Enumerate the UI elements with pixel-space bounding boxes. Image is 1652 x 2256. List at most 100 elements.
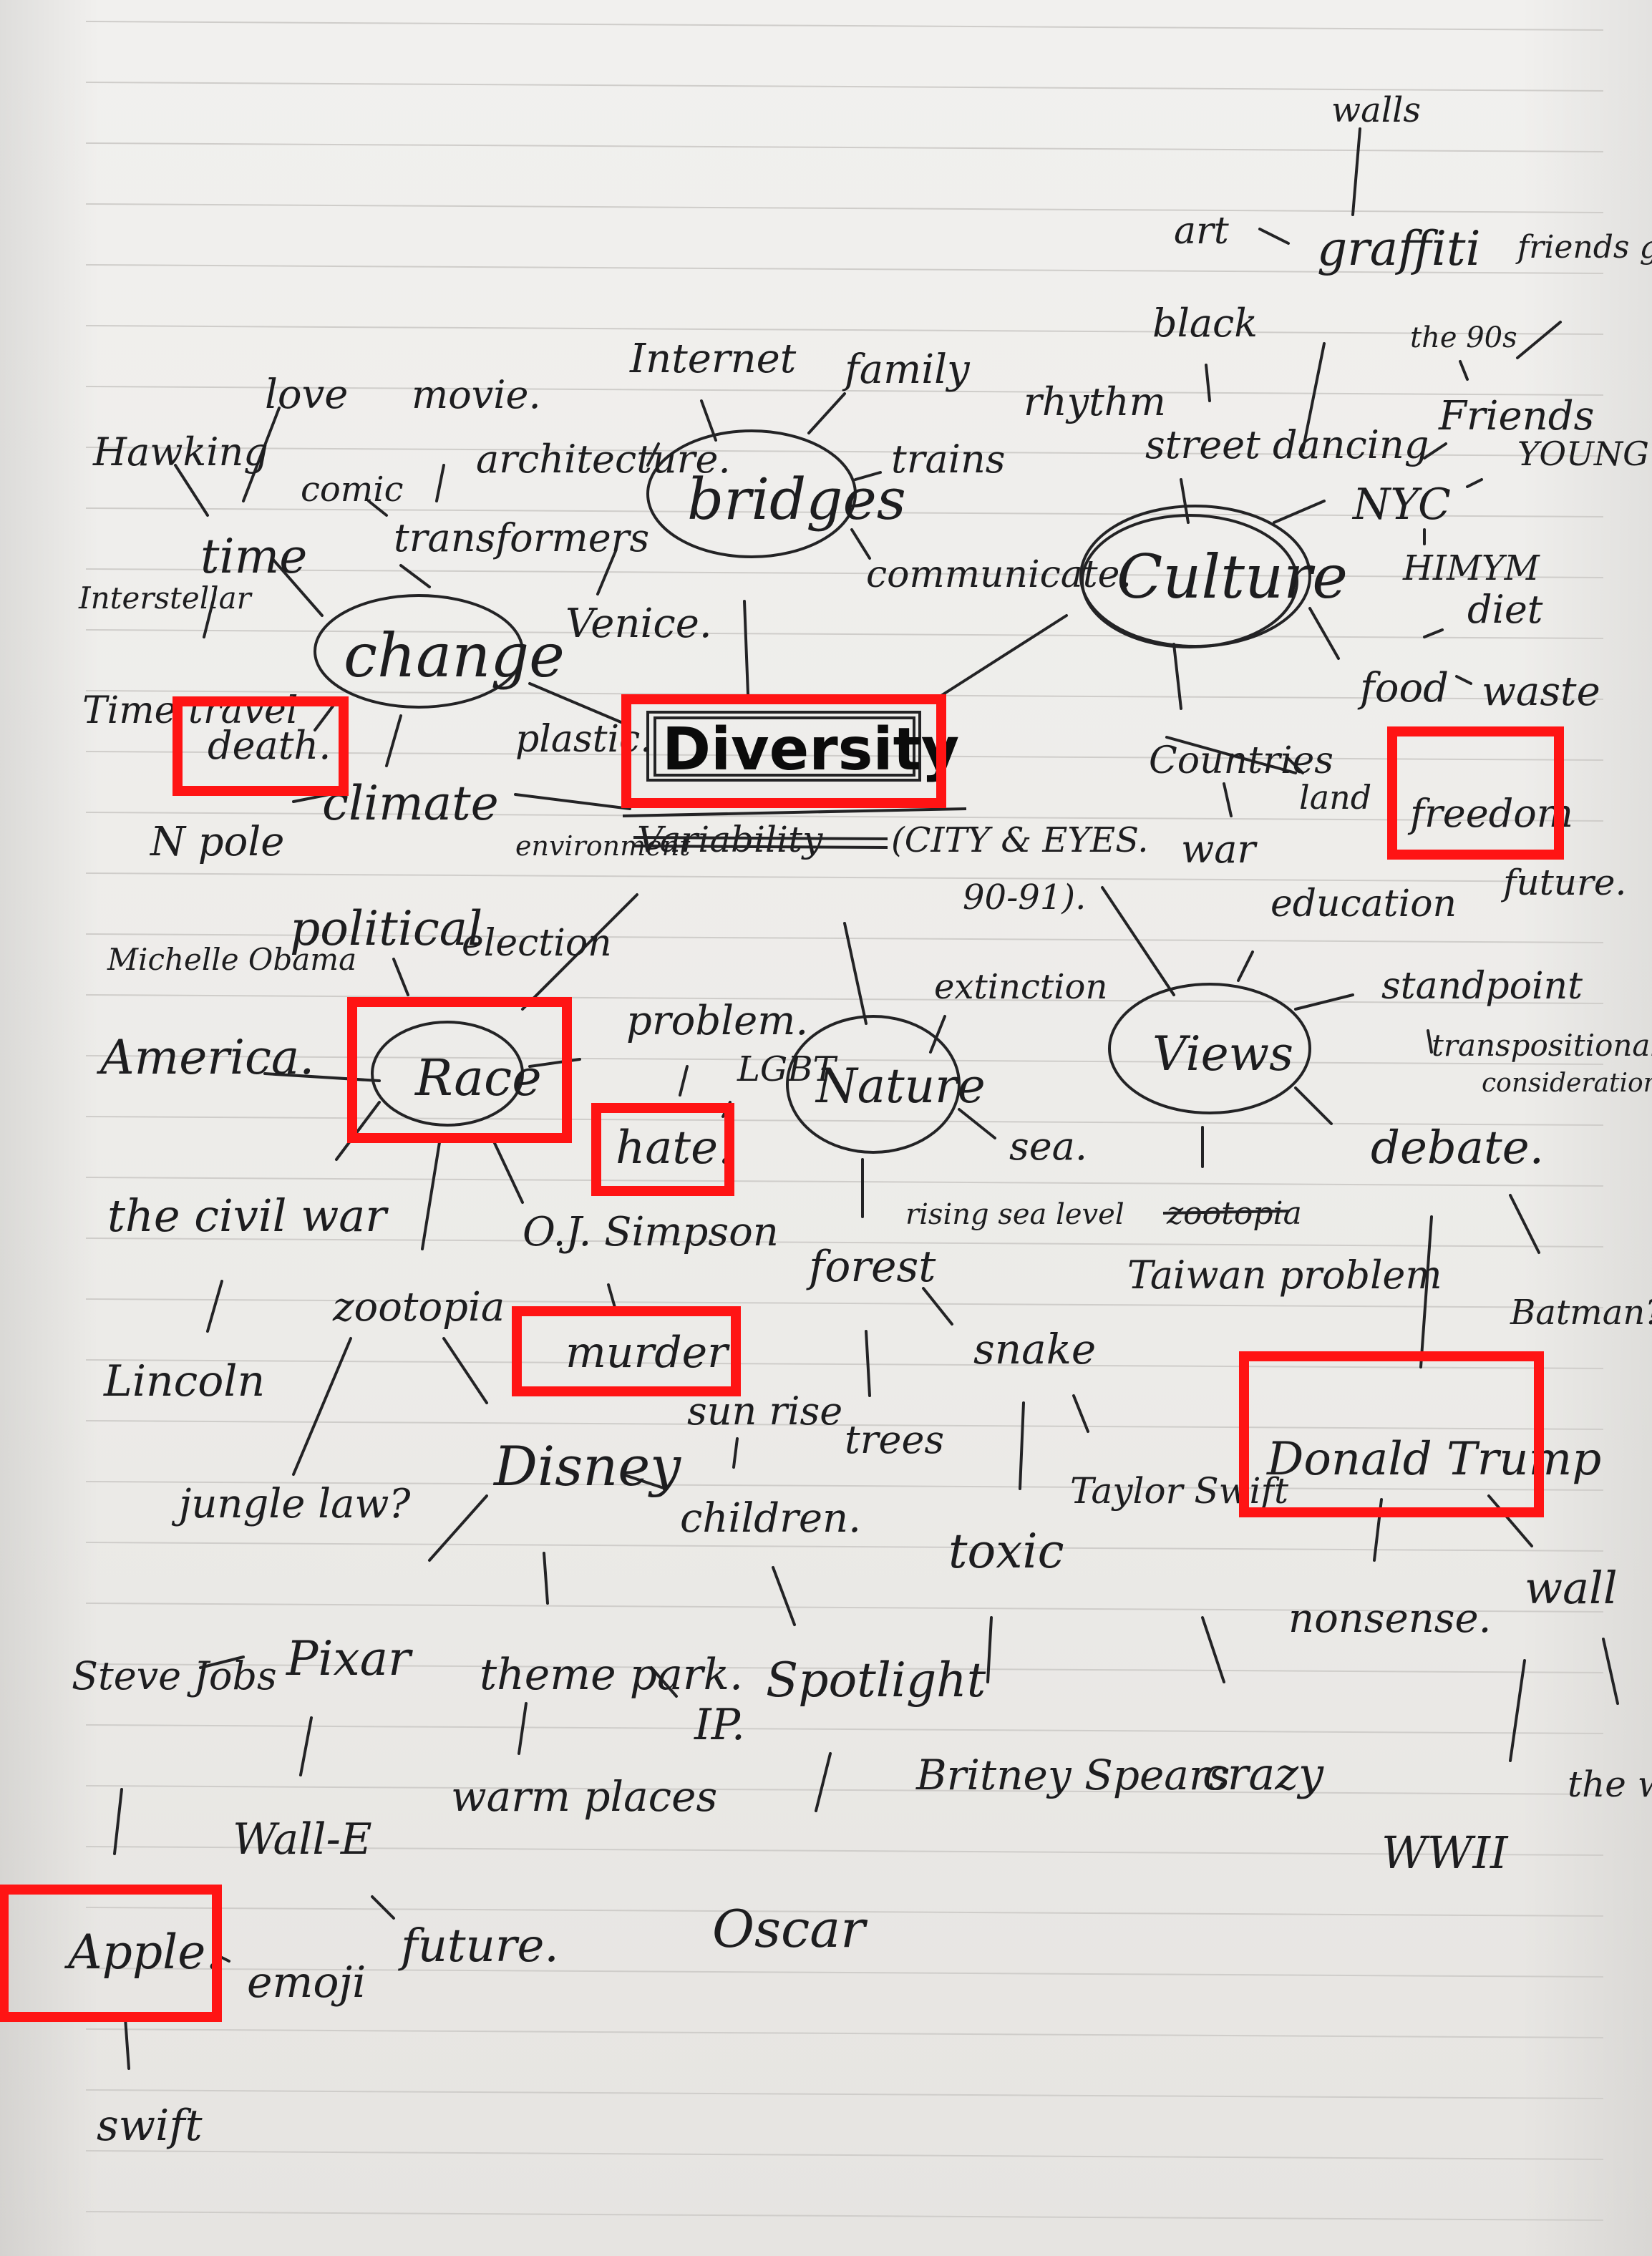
word-problem: problem. <box>626 998 808 1044</box>
word-apple: Apple. <box>64 1925 220 1980</box>
highlight-diversity <box>621 694 946 808</box>
word-trains: trains <box>891 437 1005 482</box>
word-war: war <box>1181 827 1258 872</box>
word-internet: Internet <box>629 336 797 382</box>
hub-race: Race <box>414 1049 542 1107</box>
word-spotlight: Spotlight <box>766 1653 986 1708</box>
word-debate: debate. <box>1371 1122 1544 1175</box>
word-batman: Batman? <box>1510 1293 1652 1333</box>
word-friends: Friends <box>1438 393 1594 439</box>
word-countries: Countries <box>1149 739 1333 782</box>
word-future-bottom: future. <box>398 1920 559 1973</box>
word-steve-jobs: Steve Jobs <box>72 1653 277 1698</box>
word-communicate: communicate. <box>866 553 1132 596</box>
word-trees: trees <box>845 1417 944 1462</box>
word-warm-places: warm places <box>451 1772 717 1821</box>
word-taiwan-problem: Taiwan problem <box>1127 1253 1442 1298</box>
word-waste: waste <box>1482 668 1600 715</box>
word-forest: forest <box>806 1242 936 1292</box>
word-graffiti: graffiti <box>1317 221 1481 276</box>
word-america: America. <box>96 1030 314 1085</box>
word-hate: hate. <box>616 1122 732 1175</box>
word-future-top: future. <box>1500 862 1626 903</box>
highlight-hate <box>591 1103 734 1196</box>
word-rising-sea-level: rising sea level <box>905 1198 1124 1231</box>
views-hub-ellipse <box>1108 983 1311 1114</box>
word-snake: snake <box>973 1325 1096 1373</box>
word-oscar: Oscar <box>712 1899 868 1959</box>
word-wwii: WWII <box>1381 1827 1509 1879</box>
word-nyc: NYC <box>1351 480 1451 530</box>
word-pixar: Pixar <box>286 1631 413 1686</box>
center-title: Diversity <box>662 716 959 784</box>
word-environment: environment <box>515 830 691 862</box>
highlight-boxes <box>0 694 1564 2022</box>
hub-nature: Nature <box>815 1059 986 1114</box>
center-note-1: (CITY & EYES. <box>891 820 1149 860</box>
word-diet: diet <box>1467 587 1543 632</box>
word-hawking: Hawking <box>92 429 268 475</box>
highlight-death <box>173 696 349 796</box>
word-n-pole: N pole <box>149 819 284 865</box>
word-emoji: emoji <box>247 1958 366 2008</box>
word-swift: swift <box>97 2101 203 2151</box>
word-consideration: consideration <box>1482 1069 1652 1098</box>
word-black: black <box>1152 301 1258 346</box>
word-children: children. <box>680 1495 861 1542</box>
word-political: political <box>290 901 482 956</box>
word-climate: climate <box>322 776 499 831</box>
change-hub-ellipse <box>314 594 524 709</box>
word-friends-gang: friends gang <box>1515 229 1652 266</box>
word-freedom: freedom <box>1407 791 1573 836</box>
word-the-90s: the 90s <box>1410 321 1517 354</box>
word-britney-spears: Britney Spears <box>915 1751 1230 1799</box>
highlight-donald-trump <box>1239 1351 1544 1517</box>
word-nonsense: nonsense. <box>1288 1595 1491 1642</box>
word-transpositional: transpositional <box>1432 1028 1652 1063</box>
word-crazy: crazy <box>1202 1748 1324 1800</box>
hub-culture: Culture <box>1117 542 1348 612</box>
word-rhythm: rhythm <box>1024 379 1166 424</box>
word-plastic: plastic. <box>515 718 652 761</box>
word-the-civil-war: the civil war <box>107 1190 389 1242</box>
word-toxic: toxic <box>948 1524 1064 1579</box>
word-sea: sea. <box>1009 1124 1087 1169</box>
word-lgbt: LGBT <box>737 1049 837 1089</box>
word-michelle-obama: Michelle Obama <box>107 942 356 977</box>
word-murder: murder <box>565 1328 730 1378</box>
word-disney: Disney <box>492 1434 681 1498</box>
hub-bridges: bridges <box>687 466 906 533</box>
hub-views: Views <box>1152 1026 1293 1081</box>
word-theme-park: theme park. <box>480 1650 743 1700</box>
word-food: food <box>1357 665 1449 711</box>
word-movie: movie. <box>412 372 541 417</box>
center-box <box>646 711 921 782</box>
word-interstellar: Interstellar <box>78 580 253 616</box>
culture-hub-ellipse-inner <box>1081 514 1298 648</box>
word-election: election <box>462 922 612 965</box>
word-wall: wall <box>1525 1562 1618 1614</box>
word-extinction: extinction <box>934 967 1107 1007</box>
word-standpoint: standpoint <box>1381 965 1583 1008</box>
highlight-murder <box>512 1306 741 1396</box>
word-architecture: architecture. <box>476 437 731 482</box>
hub-change: change <box>344 621 565 691</box>
word-street-dancing: street dancing <box>1145 422 1429 467</box>
word-oj-simpson: O.J. Simpson <box>523 1209 779 1255</box>
word-the-wall: the wall <box>1568 1764 1652 1805</box>
leaf-words: walls art graffiti friends gang Internet… <box>64 90 1652 2151</box>
word-love: love <box>265 371 348 418</box>
word-himym: HIMYM <box>1402 548 1541 588</box>
word-donald-trump: Donald Trump <box>1266 1433 1601 1486</box>
word-comic: comic <box>301 470 404 510</box>
word-jungle-law: jungle law? <box>171 1481 411 1527</box>
word-ip: IP. <box>694 1700 745 1750</box>
highlight-apple <box>0 1885 222 2022</box>
word-zootopia: zootopia <box>332 1284 505 1331</box>
word-walls: walls <box>1331 90 1421 130</box>
word-young: YOUNG <box>1517 434 1649 473</box>
center-note-2: 90-91). <box>963 877 1086 918</box>
word-death: death. <box>208 723 331 768</box>
